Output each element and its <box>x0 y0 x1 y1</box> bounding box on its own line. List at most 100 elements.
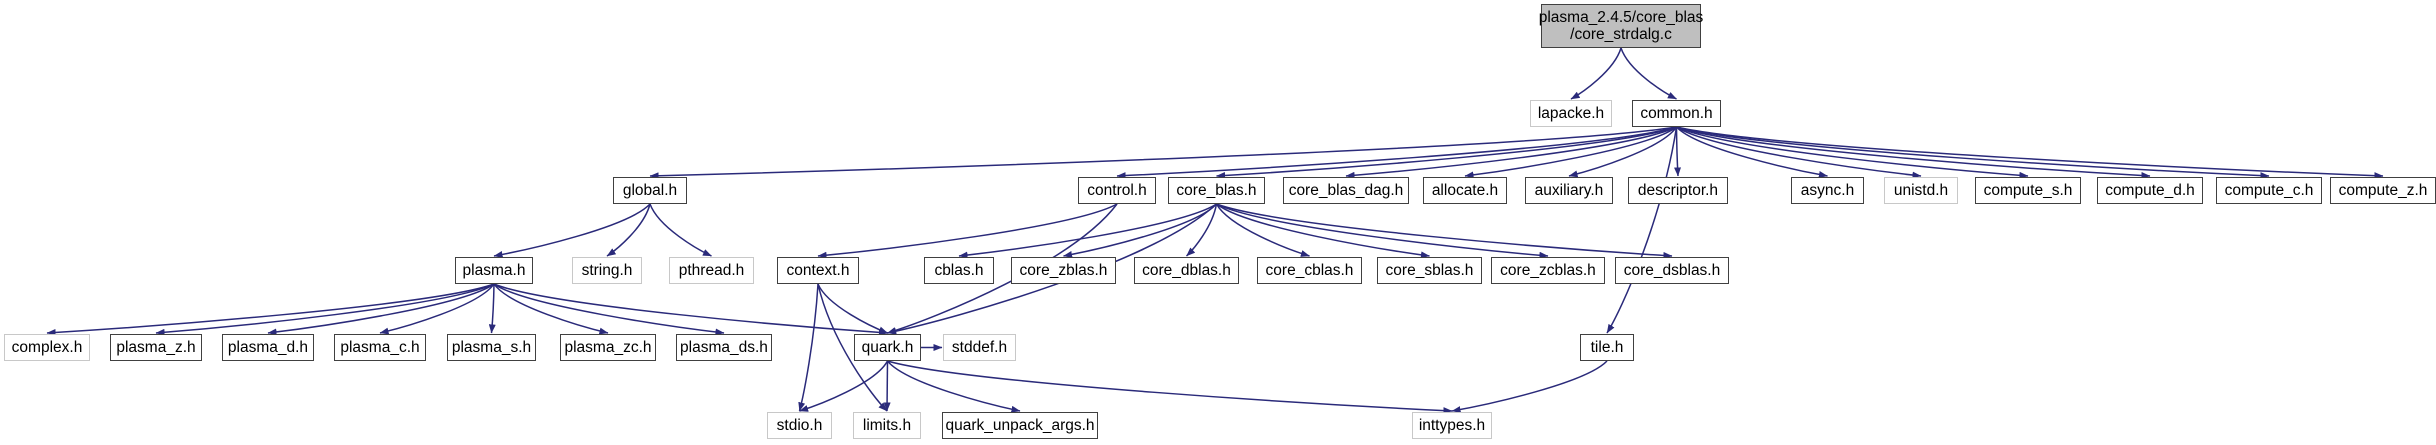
node-common[interactable]: common.h <box>1632 100 1721 127</box>
node-label-unistd: unistd.h <box>1893 182 1949 199</box>
edge-core_blas-to-core_dsblas <box>1216 203 1673 259</box>
node-label-plasma: plasma.h <box>462 262 526 279</box>
node-quark[interactable]: quark.h <box>854 334 921 361</box>
node-string[interactable]: string.h <box>572 257 642 284</box>
node-core_dblas[interactable]: core_dblas.h <box>1134 257 1239 284</box>
node-label-core_blas_dag: core_blas_dag.h <box>1288 182 1404 199</box>
edge-root-to-common <box>1620 47 1677 100</box>
node-complex[interactable]: complex.h <box>4 334 90 361</box>
edge-plasma-to-plasma_s <box>488 283 496 334</box>
node-limits[interactable]: limits.h <box>853 412 921 439</box>
node-label-descriptor: descriptor.h <box>1637 182 1719 199</box>
node-pthread[interactable]: pthread.h <box>669 257 754 284</box>
node-label-compute_c: compute_c.h <box>2224 182 2314 199</box>
node-label-tile: tile.h <box>1590 339 1624 356</box>
node-label-stdio: stdio.h <box>776 417 823 434</box>
node-label-auxiliary: auxiliary.h <box>1534 182 1604 199</box>
edge-plasma-to-quark <box>493 283 888 336</box>
node-stdio[interactable]: stdio.h <box>767 412 832 439</box>
node-label-core_dsblas: core_dsblas.h <box>1623 262 1721 279</box>
node-plasma_ds[interactable]: plasma_ds.h <box>676 334 772 361</box>
edge-common-to-compute_z <box>1676 126 2384 180</box>
node-plasma_s[interactable]: plasma_s.h <box>447 334 536 361</box>
node-plasma_c[interactable]: plasma_c.h <box>334 334 426 361</box>
node-label-allocate: allocate.h <box>1431 182 1499 199</box>
node-context[interactable]: context.h <box>777 257 859 284</box>
node-label-inttypes: inttypes.h <box>1418 417 1486 434</box>
node-label-plasma_c: plasma_c.h <box>340 339 420 356</box>
node-label-lapacke: lapacke.h <box>1537 105 1605 122</box>
edge-core_blas-to-core_cblas <box>1215 203 1310 257</box>
node-plasma_zc[interactable]: plasma_zc.h <box>560 334 656 361</box>
node-unistd[interactable]: unistd.h <box>1884 177 1958 204</box>
node-core_blas_dag[interactable]: core_blas_dag.h <box>1283 177 1409 204</box>
edge-core_blas-to-core_zblas <box>1063 203 1218 258</box>
node-label-root: plasma_2.4.5/core_blas/core_strdalg.c <box>1538 9 1704 43</box>
node-core_blas[interactable]: core_blas.h <box>1168 177 1265 204</box>
node-core_cblas[interactable]: core_cblas.h <box>1257 257 1362 284</box>
edge-plasma-to-complex <box>46 283 495 336</box>
node-inttypes[interactable]: inttypes.h <box>1412 412 1492 439</box>
node-compute_c[interactable]: compute_c.h <box>2216 177 2322 204</box>
node-label-compute_s: compute_s.h <box>1983 182 2073 199</box>
node-compute_d[interactable]: compute_d.h <box>2097 177 2203 204</box>
edge-plasma-to-plasma_d <box>267 283 495 336</box>
node-cblas[interactable]: cblas.h <box>924 257 994 284</box>
node-quark_unpack_args[interactable]: quark_unpack_args.h <box>942 412 1098 439</box>
node-label-quark: quark.h <box>861 339 914 356</box>
node-label-common: common.h <box>1640 105 1713 122</box>
node-label-plasma_d: plasma_d.h <box>227 339 309 356</box>
node-plasma_d[interactable]: plasma_d.h <box>222 334 314 361</box>
node-auxiliary[interactable]: auxiliary.h <box>1525 177 1613 204</box>
node-core_dsblas[interactable]: core_dsblas.h <box>1615 257 1729 284</box>
node-label-limits: limits.h <box>862 417 912 434</box>
node-label-plasma_s: plasma_s.h <box>451 339 532 356</box>
node-lapacke[interactable]: lapacke.h <box>1530 100 1612 127</box>
node-label-context: context.h <box>786 262 850 279</box>
edge-common-to-descriptor <box>1674 126 1682 177</box>
edge-common-to-core_blas <box>1216 126 1677 179</box>
edge-control-to-context <box>817 203 1118 259</box>
edge-common-to-compute_s <box>1676 126 2029 179</box>
edge-quark-to-limits <box>883 360 891 412</box>
node-control[interactable]: control.h <box>1078 177 1156 204</box>
node-compute_z[interactable]: compute_z.h <box>2330 177 2436 204</box>
node-root[interactable]: plasma_2.4.5/core_blas/core_strdalg.c <box>1538 4 1704 48</box>
node-label-control: control.h <box>1087 182 1147 199</box>
edge-quark-to-quark_unpack_args <box>886 360 1021 413</box>
node-async[interactable]: async.h <box>1791 177 1864 204</box>
node-label-string: string.h <box>581 262 633 279</box>
node-label-compute_d: compute_d.h <box>2105 182 2195 199</box>
edge-plasma-to-plasma_zc <box>493 283 609 335</box>
edge-quark-to-stdio <box>799 360 889 412</box>
node-label-core_sblas: core_sblas.h <box>1385 262 1474 279</box>
edge-core_blas-to-core_sblas <box>1216 203 1430 259</box>
node-plasma[interactable]: plasma.h <box>455 257 533 284</box>
edge-core_blas-to-cblas <box>958 203 1217 259</box>
edge-common-to-global <box>649 126 1677 180</box>
node-stddef[interactable]: stddef.h <box>943 334 1016 361</box>
edge-common-to-auxiliary <box>1568 126 1678 178</box>
edge-global-to-pthread <box>649 203 712 257</box>
edge-common-to-core_blas_dag <box>1345 126 1677 179</box>
edge-common-to-control <box>1116 126 1677 180</box>
edge-context-to-quark <box>817 283 888 334</box>
node-compute_s[interactable]: compute_s.h <box>1975 177 2081 204</box>
node-descriptor[interactable]: descriptor.h <box>1628 177 1728 204</box>
edge-tile-to-inttypes <box>1451 360 1608 413</box>
node-core_zcblas[interactable]: core_zcblas.h <box>1491 257 1605 284</box>
edge-plasma-to-plasma_ds <box>493 283 725 336</box>
node-core_sblas[interactable]: core_sblas.h <box>1377 257 1482 284</box>
node-global[interactable]: global.h <box>613 177 687 204</box>
node-label-complex: complex.h <box>11 339 83 356</box>
node-plasma_z[interactable]: plasma_z.h <box>110 334 202 361</box>
node-core_zblas[interactable]: core_zblas.h <box>1011 257 1116 284</box>
edge-common-to-tile <box>1606 126 1678 334</box>
edge-quark-to-inttypes <box>887 360 1453 415</box>
edge-global-to-plasma <box>493 203 651 258</box>
node-label-compute_z: compute_z.h <box>2338 182 2428 199</box>
node-allocate[interactable]: allocate.h <box>1423 177 1507 204</box>
node-tile[interactable]: tile.h <box>1580 334 1634 361</box>
